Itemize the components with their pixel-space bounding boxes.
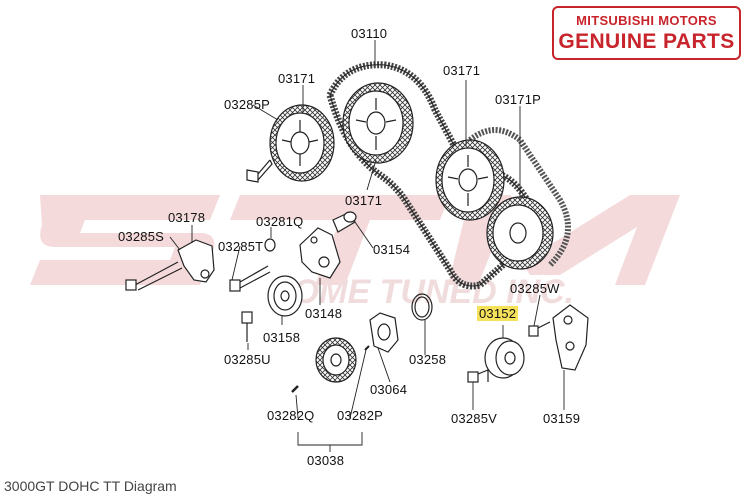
label-03285T[interactable]: 03285T (218, 239, 264, 254)
label-03282Q[interactable]: 03282Q (267, 408, 315, 423)
pulley-03158 (267, 275, 303, 317)
label-03282P[interactable]: 03282P (337, 408, 384, 423)
sprocket-left (269, 104, 335, 182)
sprocket-right (435, 139, 505, 221)
label-03285U[interactable]: 03285U (224, 352, 271, 367)
badge-title: GENUINE PARTS (558, 30, 735, 53)
pin-03154 (332, 211, 357, 233)
sprocket-right-lower (486, 196, 554, 270)
label-03285V[interactable]: 03285V (451, 411, 498, 426)
label-03285W[interactable]: 03285W (510, 281, 560, 296)
label-03171-right[interactable]: 03171 (443, 63, 481, 78)
sprocket-middle (342, 82, 414, 164)
ring-03258 (411, 293, 433, 321)
tensioner-arm-03148 (299, 227, 341, 279)
label-03258[interactable]: 03258 (409, 352, 447, 367)
key-03282Q (291, 385, 299, 393)
label-03159[interactable]: 03159 (543, 411, 581, 426)
label-03148[interactable]: 03148 (305, 306, 343, 321)
label-03064[interactable]: 03064 (370, 382, 408, 397)
sprocket-03038 (315, 337, 357, 383)
label-03171-left[interactable]: 03171 (278, 71, 316, 86)
flange-03064 (369, 312, 399, 353)
genuine-parts-badge: MITSUBISHI MOTORS GENUINE PARTS (552, 6, 741, 60)
badge-brand: MITSUBISHI MOTORS (576, 13, 717, 28)
label-03285S[interactable]: 03285S (118, 229, 165, 244)
label-03171P[interactable]: 03171P (495, 92, 542, 107)
bolt-03285V (467, 369, 489, 383)
bolt-03285T (229, 265, 271, 292)
bolt-03285U (241, 311, 253, 342)
bolt-03285P (246, 159, 273, 183)
label-03110[interactable]: 03110 (351, 26, 388, 41)
label-03285P[interactable]: 03285P (224, 97, 271, 112)
label-03171-middle[interactable]: 03171 (345, 193, 383, 208)
bracket-03159 (552, 304, 589, 371)
key-03282P (364, 345, 370, 351)
bolt-03285W (528, 321, 551, 337)
label-03281Q[interactable]: 03281Q (256, 214, 304, 229)
sensor-03178 (125, 239, 215, 291)
diagram-caption: 3000GT DOHC TT Diagram (4, 478, 177, 494)
label-03152-highlighted[interactable]: 03152 (477, 306, 519, 321)
label-03178[interactable]: 03178 (168, 210, 206, 225)
leader-lines (169, 40, 565, 452)
washer-03281Q (264, 238, 276, 252)
watermark-subtext: SOME TUNED INC. (270, 273, 574, 311)
label-03038[interactable]: 03038 (307, 453, 345, 468)
label-03158[interactable]: 03158 (263, 330, 301, 345)
label-03154[interactable]: 03154 (373, 242, 411, 257)
idler-03152 (484, 337, 525, 379)
